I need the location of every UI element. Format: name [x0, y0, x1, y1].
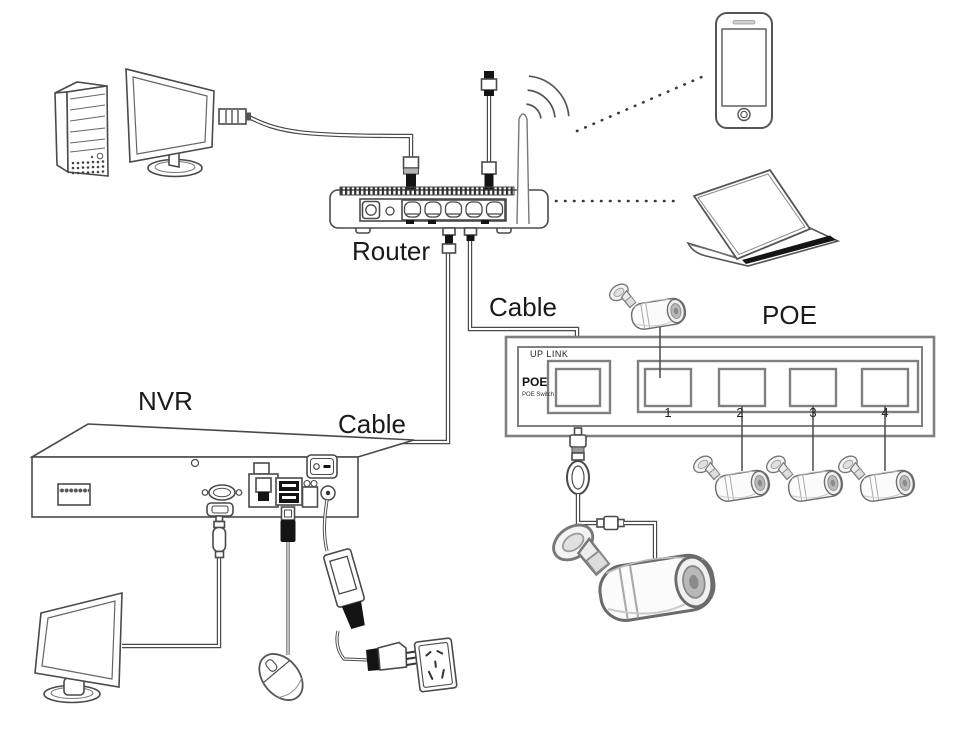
router-label: Router	[352, 236, 431, 266]
monitor-to-router-cable	[218, 108, 420, 190]
nvr-ethernet-port	[248, 462, 279, 508]
router-power-jack	[361, 200, 381, 220]
mouse-wheel	[265, 659, 278, 672]
cable-to-nvr-label: Cable	[338, 409, 406, 439]
router-vent-strip	[339, 186, 515, 196]
pc-monitor	[125, 67, 215, 178]
wan-uplink-cable	[480, 71, 498, 190]
bullet-camera-port1	[608, 280, 688, 332]
usb-ports	[275, 477, 303, 506]
uplink-port	[554, 367, 602, 408]
poe-switch-model-label: POE Switch	[522, 392, 555, 398]
port-1-label: 1	[664, 405, 672, 420]
wifi-antenna	[516, 113, 530, 225]
nvr	[29, 423, 415, 518]
poe-port-4	[860, 367, 910, 408]
poe-switch	[504, 335, 936, 438]
camera-links	[659, 326, 886, 471]
vga-port	[201, 484, 243, 501]
power-adapter	[323, 548, 370, 662]
cable-to-poe-label: Cable	[489, 292, 557, 322]
wireless-link-phone	[575, 74, 706, 133]
wifi-signal-icon	[526, 75, 570, 119]
phone-home-button	[737, 107, 751, 122]
poe-port-group-label: POE	[522, 375, 548, 389]
nvr-monitor	[34, 591, 123, 704]
laptop	[686, 168, 841, 267]
smartphone	[715, 12, 773, 129]
poe-port-1	[643, 367, 693, 408]
tower-vent-dots	[71, 160, 105, 175]
power-adapter-cable	[322, 499, 329, 552]
router	[329, 113, 549, 234]
nvr-power-jack	[320, 485, 336, 501]
uplink-port-label: UP LINK	[530, 349, 569, 359]
uplink-to-camera-cable	[566, 427, 658, 560]
bullet-camera-main	[550, 516, 720, 626]
router-reset-button	[385, 206, 395, 216]
nvr-label: NVR	[138, 386, 193, 416]
poe-port-3	[788, 367, 838, 408]
power-plug	[366, 641, 420, 671]
port-4-label: 4	[881, 405, 889, 420]
hdmi-port	[206, 502, 234, 517]
poe-port-2	[717, 367, 767, 408]
audio-ports	[301, 479, 319, 508]
phone-screen	[721, 28, 767, 107]
port-3-label: 3	[809, 405, 817, 420]
hdmi-to-monitor-cable	[122, 515, 227, 649]
phone-speaker	[732, 20, 756, 25]
router-lan-ports	[403, 201, 504, 218]
wall-outlet	[413, 637, 458, 693]
bullet-camera-port2	[692, 452, 772, 504]
desktop-pc	[54, 81, 109, 177]
bullet-camera-port4	[837, 452, 917, 504]
mouse	[258, 653, 304, 701]
poe-label: POE	[762, 300, 817, 330]
bullet-camera-port3	[765, 452, 845, 504]
nvr-power-switch	[306, 454, 338, 479]
usb-to-mouse-cable	[280, 506, 296, 655]
port-2-label: 2	[736, 405, 744, 420]
